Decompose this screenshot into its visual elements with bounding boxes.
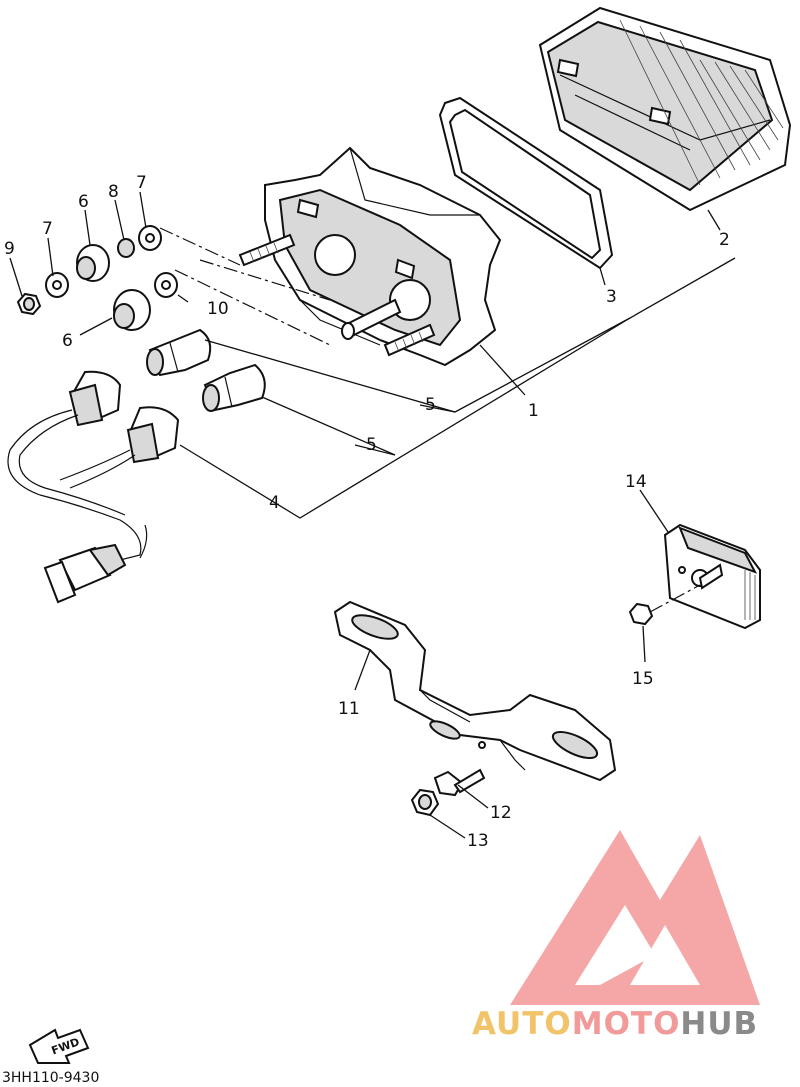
callout-5a: 5 [425, 395, 436, 415]
part-6-grommet-lower [113, 289, 151, 331]
part-5-bulb-upper [146, 328, 212, 377]
callout-7a: 7 [136, 173, 147, 193]
callout-15: 15 [632, 669, 654, 689]
callout-11: 11 [338, 699, 360, 719]
callout-6a: 6 [78, 192, 89, 212]
callout-9: 9 [4, 239, 15, 259]
watermark-moto: MOTO [572, 1006, 681, 1042]
leader-lines [9, 191, 736, 839]
callout-6b: 6 [62, 331, 73, 351]
part-3-gasket [438, 96, 614, 270]
part-4-socket-harness [7, 370, 180, 604]
callout-3: 3 [606, 287, 617, 307]
part-6-grommet-upper [76, 244, 110, 282]
part-11-bracket [333, 600, 617, 782]
callout-10: 10 [207, 299, 229, 319]
watermark-text: AUTOMOTOHUB [472, 1006, 758, 1042]
callout-4: 4 [269, 493, 280, 513]
part-7-washer-lower [45, 272, 69, 298]
part-12-bolt [433, 768, 486, 797]
callout-8: 8 [108, 182, 119, 202]
part-2-lens [538, 6, 792, 212]
part-15-nut [628, 602, 654, 626]
part-1-housing [238, 146, 502, 367]
part-5-bulb-lower [202, 363, 266, 412]
callout-7b: 7 [42, 219, 53, 239]
callout-5b: 5 [366, 435, 377, 455]
callout-2: 2 [719, 230, 730, 250]
part-9-nut [16, 292, 42, 316]
callout-1: 1 [528, 401, 539, 421]
part-13-nut [410, 788, 440, 817]
diagram-code: 3HH110-9430 [2, 1070, 99, 1086]
watermark-logo-icon [510, 830, 760, 1005]
callout-12: 12 [490, 803, 512, 823]
watermark-auto: AUTO [472, 1006, 572, 1042]
callout-14: 14 [625, 472, 647, 492]
fwd-arrow-icon [28, 1028, 90, 1064]
watermark-hub: HUB [680, 1006, 758, 1042]
part-14-license-light [663, 523, 761, 630]
part-10-washer [154, 272, 178, 298]
part-7-washer-upper [138, 225, 162, 251]
callout-13: 13 [467, 831, 489, 851]
part-8-collar [117, 238, 135, 258]
